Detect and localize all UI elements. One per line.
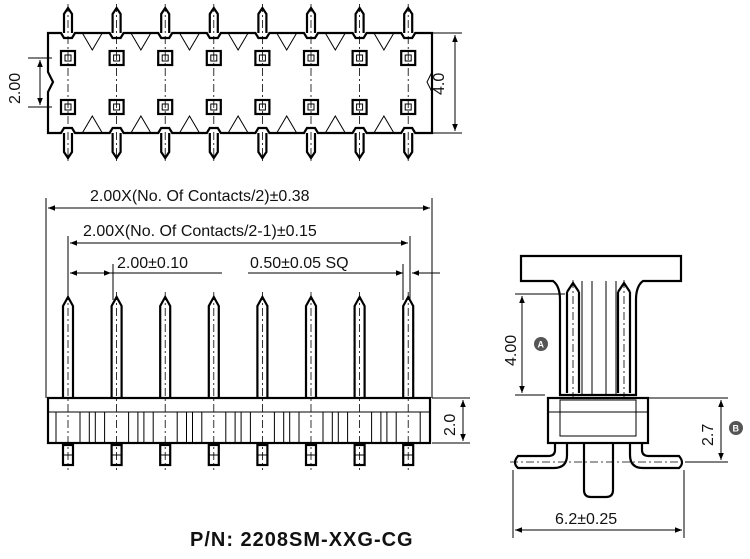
top-pin-square [351,49,368,67]
front-body-height-dim: 2.0 [442,414,459,436]
top-pin-square [157,98,174,116]
pin-size-dim: 0.50±0.05 SQ [250,255,349,272]
badge-b [729,421,743,435]
top-pin-square [254,49,271,67]
top-view [46,4,434,162]
top-pin-square [108,49,125,67]
top-pin-tip [160,133,171,160]
top-pin-tip [111,133,122,160]
top-pin-tip [257,133,268,160]
top-height-dim: 4.0 [431,73,448,95]
top-pin-tip [208,133,219,160]
top-pin-tip [403,133,414,160]
top-view-dimensions: 2.00 4.0 [7,32,462,134]
badge-b-label: B [733,424,740,434]
top-pin-square [59,49,77,67]
side-view: 4.00 A 2.7 B 6.2±0.25 [503,254,743,538]
top-pin-square [351,98,368,116]
part-number: P/N: 2208SM-XXG-CG [190,529,414,551]
side-body-height-dim: 2.7 [700,424,717,446]
top-pin-tip [62,133,74,160]
front-view-dimensions: 2.00X(No. Of Contacts/2)±0.38 2.00X(No. … [45,188,470,444]
top-pin-square [205,98,222,116]
side-pin-length-dim: 4.00 [503,335,520,366]
pin-span-dim: 2.00X(No. Of Contacts/2-1)±0.15 [83,223,317,240]
top-pin-square [205,49,222,67]
badge-a [534,337,548,351]
pitch-dim: 2.00±0.10 [117,255,188,272]
top-pin-square [157,49,174,67]
top-housing-outline [46,31,434,135]
side-cap [519,254,683,397]
top-pin-square [59,98,77,116]
top-pin-tip [354,133,365,160]
top-pin-square [302,98,320,116]
top-pin-square [400,98,417,116]
top-pin-square [400,49,417,67]
top-pin-square [254,98,271,116]
front-housing [46,396,432,445]
side-body [546,396,650,445]
top-pitch-dim: 2.00 [7,73,24,104]
top-pin-square [302,49,320,67]
badge-a-label: A [538,340,545,350]
side-width-dim: 6.2±0.25 [555,511,617,528]
front-view [46,292,432,470]
top-pin-tip [305,133,317,160]
overall-length-dim: 2.00X(No. Of Contacts/2)±0.38 [90,188,310,205]
top-pin-square [108,98,125,116]
